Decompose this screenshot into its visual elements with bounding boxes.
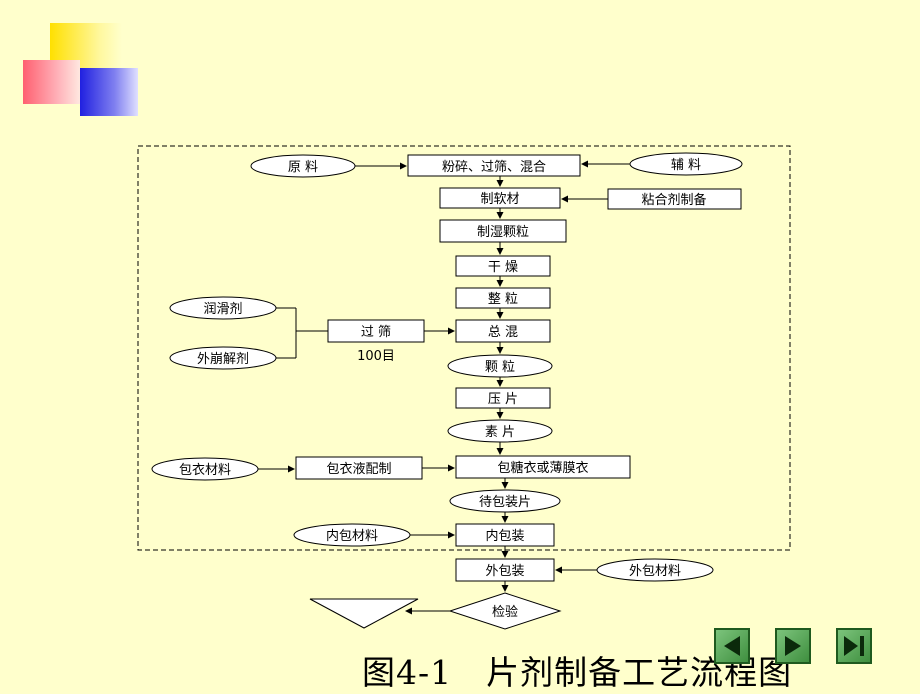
node-total-mix xyxy=(455,319,551,343)
label-dry: 干 燥 xyxy=(488,260,518,275)
node-wet-granule xyxy=(439,219,567,243)
label-excipient: 辅 料 xyxy=(671,158,701,173)
label-coating-solution: 包衣液配制 xyxy=(326,461,391,477)
output-triangle xyxy=(309,598,419,629)
node-compress xyxy=(455,387,551,409)
end-icon xyxy=(844,636,864,656)
label-size-granule: 整 粒 xyxy=(488,292,518,307)
node-crush xyxy=(407,154,581,177)
label-disintegrant: 外崩解剂 xyxy=(197,352,249,367)
label-compress: 压 片 xyxy=(488,392,518,407)
decor-red-square xyxy=(23,60,80,104)
label-coating-material: 包衣材料 xyxy=(179,462,231,478)
label-outer-pack: 外包装 xyxy=(485,564,524,579)
node-inspection xyxy=(448,592,562,630)
label-outer-material: 外包材料 xyxy=(629,564,681,579)
label-lubricant: 润滑剂 xyxy=(203,302,242,317)
label-raw-material: 原 料 xyxy=(288,160,318,175)
label-soft-material: 制软材 xyxy=(480,192,519,207)
next-icon xyxy=(785,636,801,656)
label-coating: 包糖衣或薄膜衣 xyxy=(497,460,588,476)
previous-button[interactable] xyxy=(714,628,750,664)
label-inspection: 检验 xyxy=(492,604,518,620)
label-to-pack: 待包装片 xyxy=(479,495,531,510)
label-inner-pack: 内包装 xyxy=(485,528,524,544)
next-button[interactable] xyxy=(775,628,811,664)
previous-icon xyxy=(724,636,740,656)
label-inner-material: 内包材料 xyxy=(326,528,378,544)
label-sieve: 过 筛 xyxy=(361,325,391,340)
node-coating xyxy=(455,455,631,479)
label-total-mix: 总 混 xyxy=(488,325,518,340)
node-size-granule xyxy=(455,287,551,309)
label-crush: 粉碎、过筛、混合 xyxy=(442,160,546,175)
label-wet-granule: 制湿颗粒 xyxy=(477,225,529,240)
decor-blue-square xyxy=(80,68,138,116)
label-sieve-mesh: 100目 xyxy=(357,349,395,364)
label-granule: 颗 粒 xyxy=(485,360,515,375)
label-binder-prep: 粘合剂制备 xyxy=(641,192,706,208)
label-plain-tablet: 素 片 xyxy=(485,425,515,440)
end-button[interactable] xyxy=(836,628,872,664)
node-dry xyxy=(455,255,551,277)
